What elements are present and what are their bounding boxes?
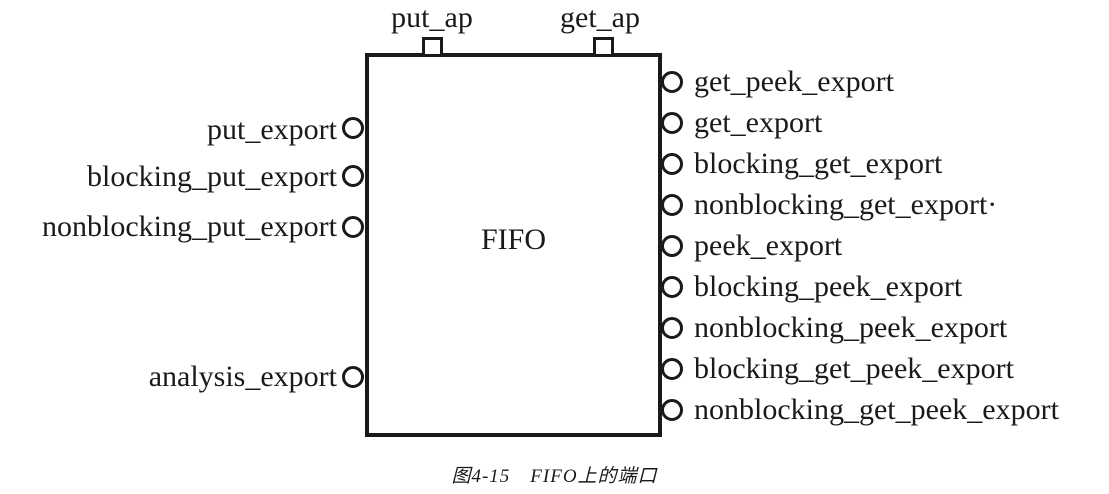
- port-circle-icon: [342, 366, 364, 388]
- port-circle-icon: [661, 112, 683, 134]
- left-port-label: put_export: [207, 113, 337, 146]
- right-port-label: nonblocking_get_export·: [694, 188, 998, 221]
- port-circle-icon: [661, 276, 683, 298]
- port-circle-icon: [661, 194, 683, 216]
- put-ap-square-icon: [422, 37, 443, 57]
- right-port-label: blocking_get_export: [694, 147, 943, 180]
- port-circle-icon: [661, 153, 683, 175]
- port-circle-icon: [661, 358, 683, 380]
- left-port-label: blocking_put_export: [87, 160, 337, 193]
- right-port-label: get_peek_export: [694, 65, 894, 98]
- port-circle-icon: [661, 71, 683, 93]
- port-circle-icon: [661, 235, 683, 257]
- port-circle-icon: [342, 216, 364, 238]
- port-circle-icon: [342, 165, 364, 187]
- left-port-label: analysis_export: [148, 360, 337, 393]
- right-port-label: nonblocking_get_peek_export: [694, 393, 1059, 426]
- right-port-label: nonblocking_peek_export: [694, 311, 1008, 344]
- put-ap-label: put_ap: [391, 1, 473, 34]
- fifo-block-label: FIFO: [480, 223, 547, 256]
- fifo-block: [365, 53, 662, 437]
- right-port-label: blocking_get_peek_export: [694, 352, 1014, 385]
- right-port-label: get_export: [694, 106, 823, 139]
- figure-caption: 图4-15 FIFO上的端口: [451, 466, 658, 487]
- left-port-label: nonblocking_put_export: [42, 210, 337, 243]
- right-port-label: peek_export: [694, 229, 843, 262]
- get-ap-square-icon: [593, 37, 614, 57]
- port-circle-icon: [661, 317, 683, 339]
- get-ap-label: get_ap: [560, 1, 640, 34]
- port-circle-icon: [342, 117, 364, 139]
- port-circle-icon: [661, 399, 683, 421]
- right-port-label: blocking_peek_export: [694, 270, 963, 303]
